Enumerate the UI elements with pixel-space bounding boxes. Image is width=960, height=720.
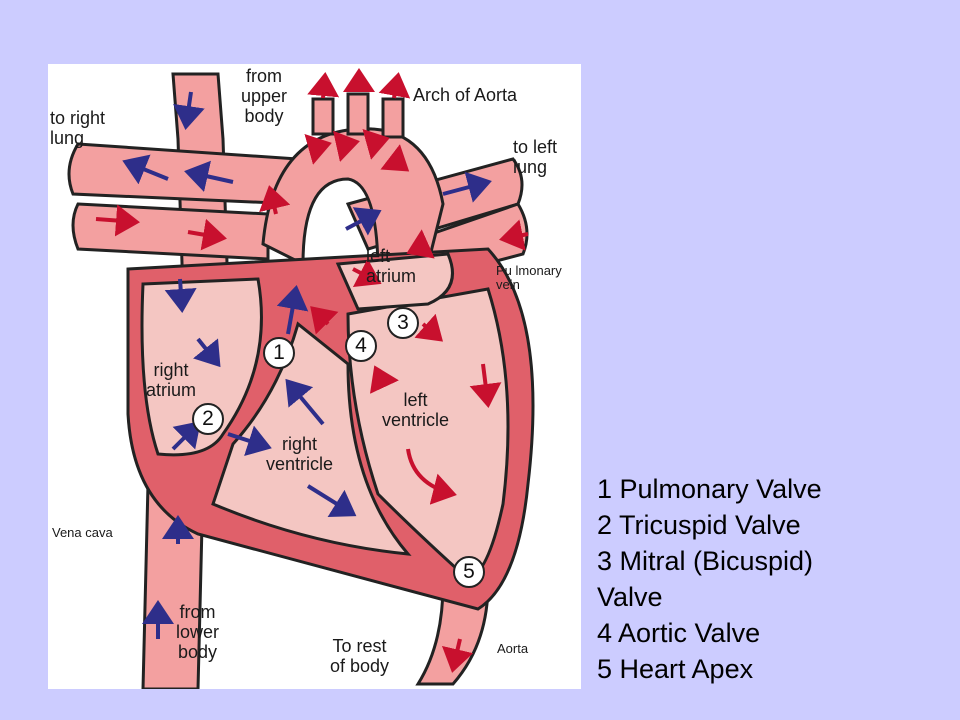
label-right-ventricle: right ventricle [266,434,334,474]
pulmonary-vein-right [71,202,270,261]
marker-pulmonary-valve: 1 [263,337,295,369]
descending-aorta [415,582,490,686]
marker-tricuspid-valve: 2 [192,403,224,435]
right-ventricle-chamber [211,321,412,556]
label-aorta: Aorta [497,641,529,656]
label-from-upper-body: from upper body [240,66,288,126]
label-arch-of-aorta: Arch of Aorta [413,85,518,105]
legend-item: 2 Tricuspid Valve [597,510,801,540]
label-left-ventricle: left ventricle [382,390,450,430]
arch-branch [311,97,335,136]
legend-item: 4 Aortic Valve [597,618,761,648]
label-to-left-lung: to left lung [513,137,558,177]
legend-item: 5 Heart Apex [597,654,754,684]
marker-heart-apex: 5 [453,556,485,588]
label-pulmonary-vein: Pu lmonary vein [496,263,562,292]
label-from-lower-body: from lower body [176,602,220,662]
label-to-rest-of-body: To rest of body [330,636,390,676]
pulmonary-artery-right [67,142,300,206]
marker-mitral-valve: 3 [387,307,419,339]
label-to-right-lung: to right lung [50,108,106,148]
heart-diagram: from upper body Arch of Aorta to right l… [48,64,581,689]
label-left-atrium: left atrium [366,246,417,286]
label-vena-cava: Vena cava [52,525,113,540]
legend: 1 Pulmonary Valve 2 Tricuspid Valve 3 Mi… [597,471,822,687]
legend-item: 3 Mitral (Bicuspid) [597,546,814,576]
arch-branch [346,92,370,136]
legend-item: 1 Pulmonary Valve [597,474,822,504]
label-right-atrium: right atrium [146,360,197,400]
arch-branch [381,97,405,139]
heart-illustration [67,68,535,689]
marker-aortic-valve: 4 [345,330,377,362]
legend-item: Valve [597,582,663,612]
